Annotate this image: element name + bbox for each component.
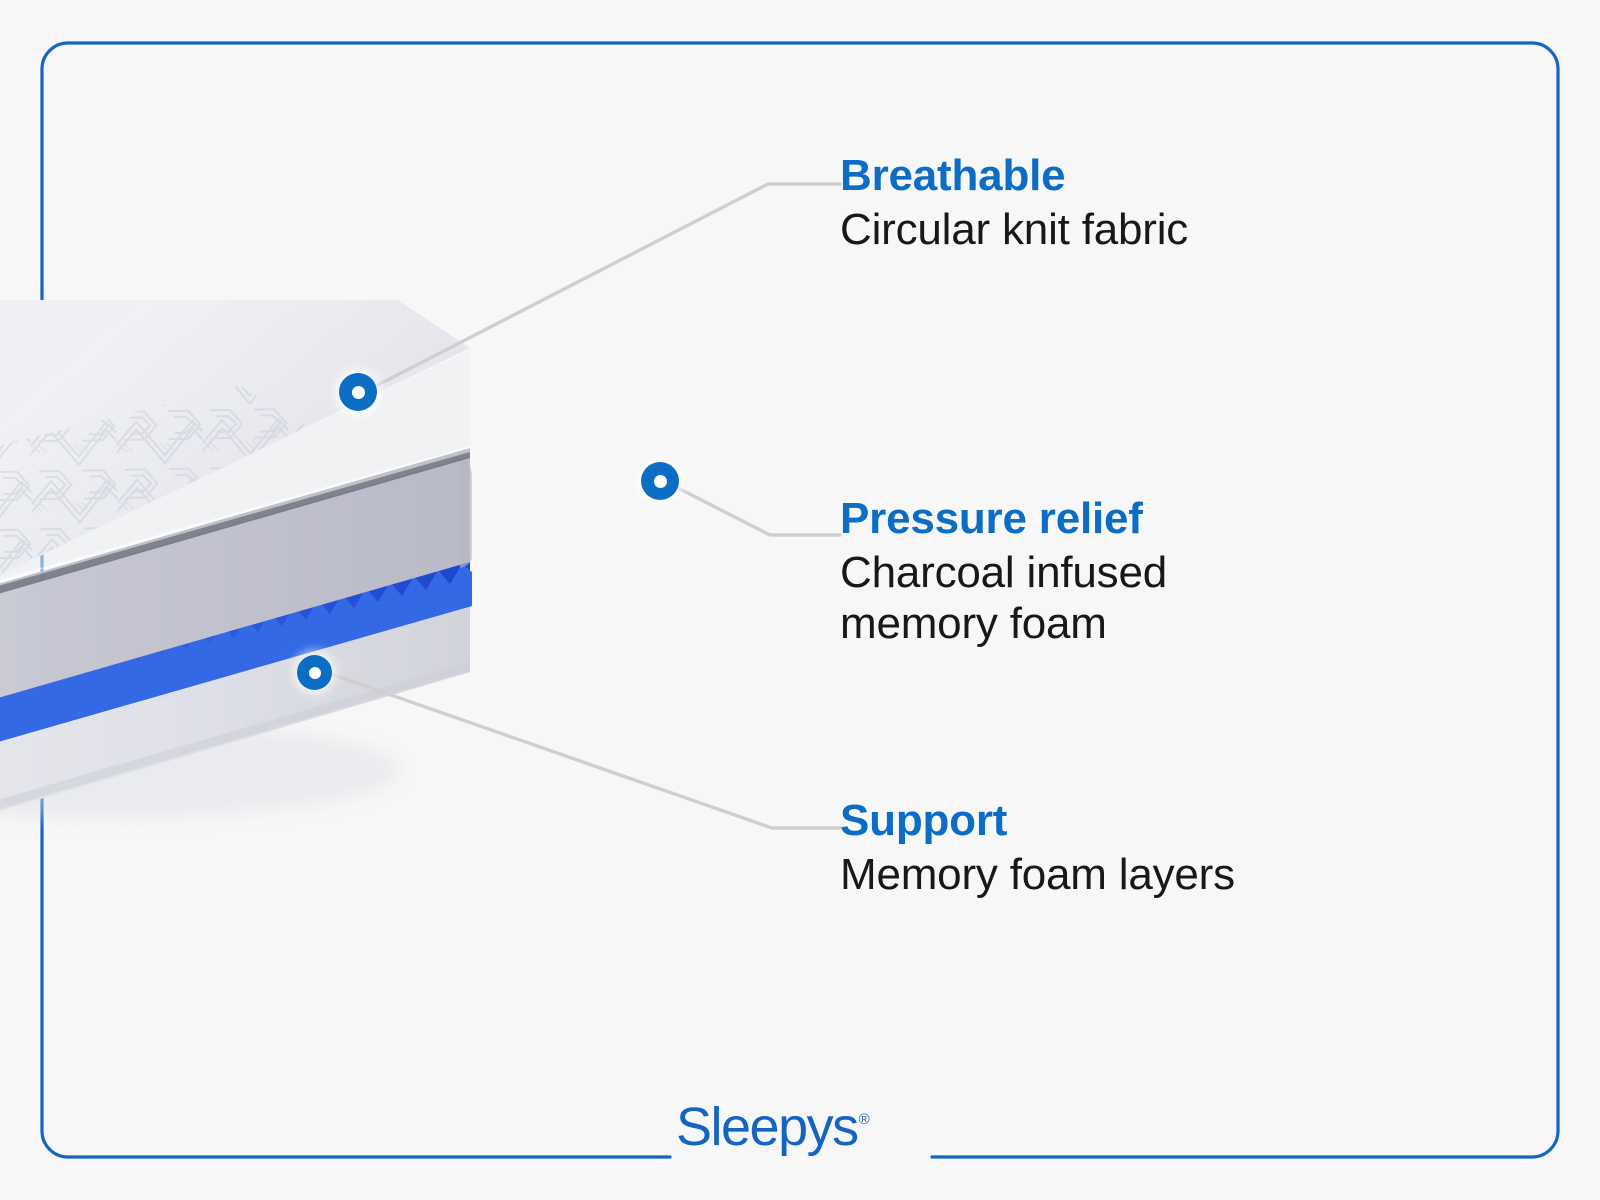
- callout-description-pressure-relief: Charcoal infused memory foam: [840, 547, 1167, 649]
- callout-title-support: Support: [840, 796, 1008, 845]
- layer-base-front: [0, 600, 470, 812]
- convoluted-teeth-right: [0, 564, 472, 742]
- marker-core: [308, 666, 321, 679]
- callout-description-breathable: Circular knit fabric: [840, 204, 1189, 254]
- callout-description-support: Memory foam layers: [840, 849, 1235, 899]
- callout-pressure-relief: Pressure relief Charcoal infused memory …: [840, 495, 1310, 650]
- marker-core: [351, 385, 365, 399]
- registered-trademark-icon: ®: [858, 1111, 870, 1128]
- brand-logo: Sleepys®: [676, 1098, 896, 1154]
- marker-breathable[interactable]: [339, 373, 377, 411]
- callout-support: Support Memory foam layers: [840, 797, 1235, 900]
- callout-breathable: Breathable Circular knit fabric: [840, 152, 1188, 255]
- callout-title-breathable: Breathable: [840, 151, 1066, 200]
- layer-memory-foam: [0, 456, 470, 698]
- marker-support[interactable]: [297, 655, 332, 690]
- marker-core: [653, 474, 667, 488]
- brand-wordmark: Sleepys: [676, 1097, 859, 1157]
- callout-title-pressure-relief: Pressure relief: [840, 494, 1143, 543]
- marker-pressure-relief[interactable]: [641, 462, 679, 500]
